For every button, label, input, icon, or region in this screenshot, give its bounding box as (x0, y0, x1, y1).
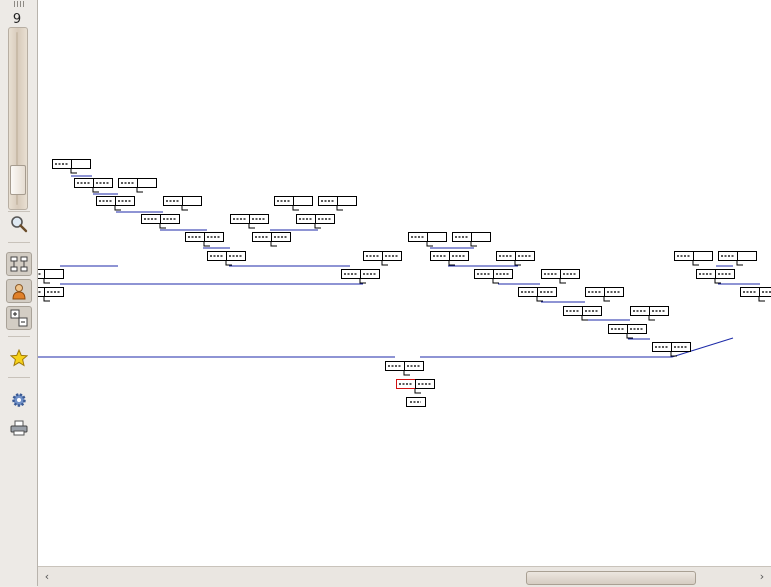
descent-line (627, 334, 633, 338)
left-toolbar: 9 (0, 0, 38, 586)
toolbar-divider (8, 242, 30, 243)
person-box-spouse[interactable] (428, 233, 447, 242)
toolbar-divider (8, 336, 30, 337)
expand-collapse-button[interactable] (6, 306, 32, 330)
descent-line (249, 224, 255, 228)
scroll-left-arrow-icon[interactable]: ‹ (40, 570, 54, 583)
descent-line (71, 169, 77, 173)
descent-line (337, 206, 343, 210)
descent-line (44, 297, 50, 301)
expand-collapse-icon (10, 309, 28, 327)
descent-line (515, 261, 521, 265)
descent-line (493, 279, 499, 283)
descent-line (271, 242, 277, 246)
settings-gear-icon (10, 391, 28, 409)
horizontal-scrollbar[interactable]: ‹ › (38, 566, 771, 587)
family-tree-canvas[interactable] (38, 0, 771, 566)
person-box-spouse[interactable] (294, 197, 313, 206)
zoom-level-label: 9 (0, 12, 34, 27)
descent-line (293, 206, 299, 210)
descent-line (415, 389, 421, 393)
person-view-button[interactable] (6, 279, 32, 303)
settings-button[interactable] (7, 389, 31, 411)
descent-line (759, 297, 765, 301)
descent-line (471, 242, 477, 246)
zoom-icon (10, 215, 28, 233)
descent-line (693, 261, 699, 265)
zoom-tool-button[interactable] (7, 213, 31, 235)
fit-view-button[interactable] (6, 252, 32, 276)
person-box-spouse[interactable] (72, 160, 91, 169)
fit-view-icon (10, 255, 28, 273)
toolbar-divider (8, 377, 30, 378)
scroll-right-arrow-icon[interactable]: › (755, 570, 769, 583)
descent-line (137, 188, 143, 192)
descent-line (115, 206, 121, 210)
print-icon (10, 419, 28, 437)
toolbar-divider (8, 211, 30, 212)
zoom-slider-thumb[interactable] (10, 165, 26, 195)
person-box-spouse[interactable] (738, 252, 757, 261)
print-button[interactable] (7, 417, 31, 439)
descent-line (604, 297, 610, 301)
person-box-spouse[interactable] (45, 270, 64, 279)
descent-line (582, 316, 588, 320)
descent-line (93, 188, 99, 192)
descent-line (182, 206, 188, 210)
descent-line (649, 316, 655, 320)
person-box[interactable] (407, 398, 426, 407)
descent-line (315, 224, 321, 228)
person-box-spouse[interactable] (338, 197, 357, 206)
descent-line (360, 279, 366, 283)
descent-line (715, 279, 721, 283)
descent-line (404, 371, 410, 375)
descent-line (737, 261, 743, 265)
person-box-spouse[interactable] (694, 252, 713, 261)
person-box-spouse[interactable] (472, 233, 491, 242)
family-tree-diagram (38, 0, 771, 566)
person-icon (10, 282, 28, 300)
descent-line (204, 242, 210, 246)
descent-line (226, 261, 232, 265)
descent-line (427, 242, 433, 246)
descent-line (537, 297, 543, 301)
descent-line (44, 279, 50, 283)
star-icon (10, 349, 28, 367)
descent-line (382, 261, 388, 265)
descent-line (449, 261, 455, 265)
bookmark-button[interactable] (7, 347, 31, 369)
descent-line (560, 279, 566, 283)
horizontal-scrollbar-thumb[interactable] (526, 571, 696, 585)
person-box-spouse[interactable] (138, 179, 157, 188)
person-box-spouse[interactable] (183, 197, 202, 206)
toolbar-grip-handle[interactable] (14, 1, 24, 7)
descent-line (160, 224, 166, 228)
